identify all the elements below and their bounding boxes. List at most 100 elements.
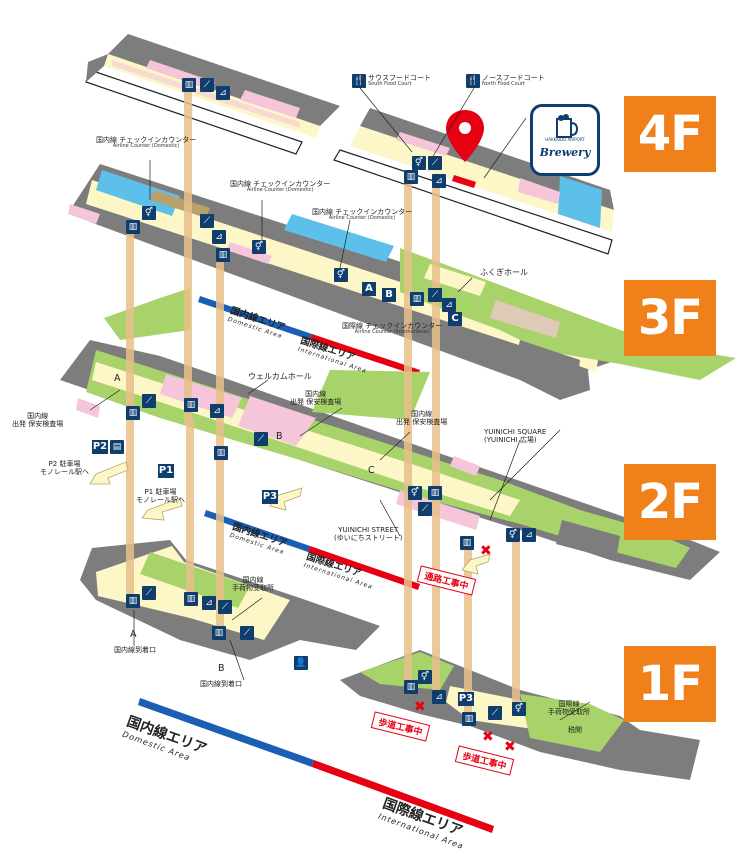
1f-baggage-claim-line1: 国内線 bbox=[242, 576, 264, 584]
closed-x-icon: ✖ bbox=[414, 699, 426, 715]
brewery-logo[interactable]: HAKKAIDO AIRPORT Brewery bbox=[530, 104, 600, 176]
p1-note-line2: モノレール駅へ bbox=[136, 496, 185, 505]
restaurant-icon: 🍴 bbox=[466, 74, 480, 88]
escalator-icon: ⟋ bbox=[240, 626, 254, 640]
1f-baggage-claim-label: 国内線 手荷物受取所 bbox=[232, 576, 274, 592]
counter-c-marker[interactable]: C bbox=[448, 312, 462, 326]
yuinichi-square-line2: (YUINICHI 広場) bbox=[484, 436, 537, 445]
elevator-icon: ▥ bbox=[212, 626, 226, 640]
escalator-icon: ⟋ bbox=[200, 214, 214, 228]
floor-4-east-wing bbox=[333, 108, 614, 255]
p2-note-line1: P2 駐車場 bbox=[48, 460, 81, 468]
p2-note: P2 駐車場 モノレール駅へ bbox=[40, 460, 89, 476]
floor-badge-1f[interactable]: 1F bbox=[624, 646, 716, 722]
floor-badge-4f[interactable]: 4F bbox=[624, 96, 716, 172]
fukugi-hall-label: ふくぎホール bbox=[480, 268, 528, 277]
stairs-icon: ⊿ bbox=[212, 230, 226, 244]
north-food-court-en: North Food Court bbox=[482, 81, 525, 88]
domestic-checkin-label-2: 国内線 チェックインカウンター Airline Counter (Domesti… bbox=[230, 180, 330, 194]
restroom-icon: ⚥ bbox=[334, 268, 348, 282]
elevator-icon: ▥ bbox=[184, 592, 198, 606]
2f-security-a-label: 国内線 出発 保安検査場 bbox=[12, 412, 63, 428]
intl-baggage-line1: 国際線 bbox=[558, 700, 580, 708]
escalator-icon: ⟋ bbox=[488, 706, 502, 720]
3f-international-band bbox=[310, 334, 420, 376]
escalator-icon: ⟋ bbox=[142, 394, 156, 408]
1f-arrival-exit-b-label: 国内線到着口 bbox=[200, 680, 242, 688]
brewery-logo-text: Brewery bbox=[539, 146, 591, 159]
yuinichi-square-label: YUINICHI SQUARE (YUINICHI 広場) bbox=[484, 428, 546, 444]
2f-gate-c-label: C bbox=[368, 465, 375, 476]
2f-security-b-label: 国内線 出発 保安検査場 bbox=[290, 390, 341, 406]
restroom-icon: ⚥ bbox=[506, 528, 520, 542]
elevator-icon: ▥ bbox=[214, 446, 228, 460]
restroom-icon: ⚥ bbox=[512, 702, 526, 716]
2f-domestic-band bbox=[204, 510, 310, 552]
elevator-icon: ▥ bbox=[462, 712, 476, 726]
stairs-icon: ⊿ bbox=[432, 174, 446, 188]
elevator-icon: ▥ bbox=[216, 248, 230, 262]
domestic-checkin-2-en: Airline Counter (Domestic) bbox=[246, 187, 314, 194]
counter-a-marker[interactable]: A bbox=[362, 282, 376, 296]
stairs-icon: ⊿ bbox=[522, 528, 536, 542]
elevator-icon: ▥ bbox=[460, 536, 474, 550]
south-food-court-en: South Food Court bbox=[368, 81, 412, 88]
restaurant-icon: 🍴 bbox=[352, 74, 366, 88]
2f-p3-marker[interactable]: P3 bbox=[262, 490, 278, 504]
closed-x-icon: ✖ bbox=[480, 543, 492, 559]
elevator-icon: ▥ bbox=[404, 680, 418, 694]
domestic-checkin-2-jp: 国内線 チェックインカウンター bbox=[230, 180, 331, 188]
2f-security-c-line1: 国内線 bbox=[411, 410, 433, 418]
domestic-checkin-label-1: 国内線 チェックインカウンター Airline Counter (Domesti… bbox=[96, 136, 196, 150]
restroom-icon: ⚥ bbox=[412, 156, 426, 170]
restroom-icon: ⚥ bbox=[252, 240, 266, 254]
1f-baggage-claim-line2: 手荷物受取所 bbox=[232, 584, 274, 593]
2f-security-a-line2: 出発 保安検査場 bbox=[12, 420, 64, 429]
customs-label: 税関 bbox=[568, 726, 582, 734]
intl-baggage-label: 国際線 手荷物受取所 bbox=[548, 700, 590, 716]
escalator-icon: ⟋ bbox=[200, 78, 214, 92]
elevator-icon: ▥ bbox=[404, 170, 418, 184]
1f-gate-b-label: B bbox=[218, 663, 225, 674]
floor-badge-2f[interactable]: 2F bbox=[624, 464, 716, 540]
intl-checkin-label: 国際線 チェックインカウンター Airline Counter (Interna… bbox=[342, 322, 442, 336]
1f-p3-marker[interactable]: P3 bbox=[458, 692, 474, 706]
restroom-icon: ⚥ bbox=[142, 206, 156, 220]
domestic-checkin-1-jp: 国内線 チェックインカウンター bbox=[96, 136, 197, 144]
2f-security-c-label: 国内線 出発 保安検査場 bbox=[396, 410, 447, 426]
escalator-icon: ⟋ bbox=[254, 432, 268, 446]
elevator-icon: ▥ bbox=[182, 78, 196, 92]
1f-arrival-exit-a-label: 国内線到着口 bbox=[114, 646, 156, 654]
brewery-logo-frame: HAKKAIDO AIRPORT Brewery bbox=[537, 111, 593, 169]
north-food-court-jp: ノースフードコート bbox=[482, 74, 545, 82]
intl-checkin-en: Airline Counter (International) bbox=[354, 329, 430, 336]
2f-security-b-line2: 出発 保安検査場 bbox=[290, 398, 342, 407]
2f-security-c-line2: 出発 保安検査場 bbox=[396, 418, 448, 427]
domestic-checkin-3-jp: 国内線 チェックインカウンター bbox=[312, 208, 413, 216]
brewery-logo-top: HAKKAIDO AIRPORT bbox=[545, 137, 585, 142]
elevator-icon: ▥ bbox=[410, 292, 424, 306]
elevator-icon: ▥ bbox=[126, 594, 140, 608]
2f-security-b-line1: 国内線 bbox=[305, 390, 327, 398]
closed-x-icon: ✖ bbox=[482, 729, 494, 745]
closed-x-icon: ✖ bbox=[504, 739, 516, 755]
floor-badge-3f[interactable]: 3F bbox=[624, 280, 716, 356]
welcome-hall-label: ウェルカムホール bbox=[248, 372, 312, 381]
yuinichi-street-line2: (ゆいにちストリート) bbox=[334, 534, 403, 543]
south-food-court-jp: サウスフードコート bbox=[368, 74, 431, 82]
elevator-icon: ▥ bbox=[126, 220, 140, 234]
stairs-icon: ⊿ bbox=[202, 596, 216, 610]
stairs-icon: ⊿ bbox=[432, 690, 446, 704]
restroom-icon: ⚥ bbox=[418, 670, 432, 684]
elevator-icon: ▥ bbox=[428, 486, 442, 500]
escalator-icon: ⟋ bbox=[142, 586, 156, 600]
1f-domestic-band bbox=[138, 698, 314, 767]
2f-international-band bbox=[308, 546, 420, 590]
p2-marker[interactable]: P2 bbox=[92, 440, 108, 454]
p1-marker[interactable]: P1 bbox=[158, 464, 174, 478]
north-food-court-label: ノースフードコート North Food Court bbox=[482, 74, 545, 88]
intl-baggage-line2: 手荷物受取所 bbox=[548, 708, 590, 717]
escalator-icon: ⟋ bbox=[428, 288, 442, 302]
counter-b-marker[interactable]: B bbox=[382, 288, 396, 302]
escalator-icon: ⟋ bbox=[218, 600, 232, 614]
